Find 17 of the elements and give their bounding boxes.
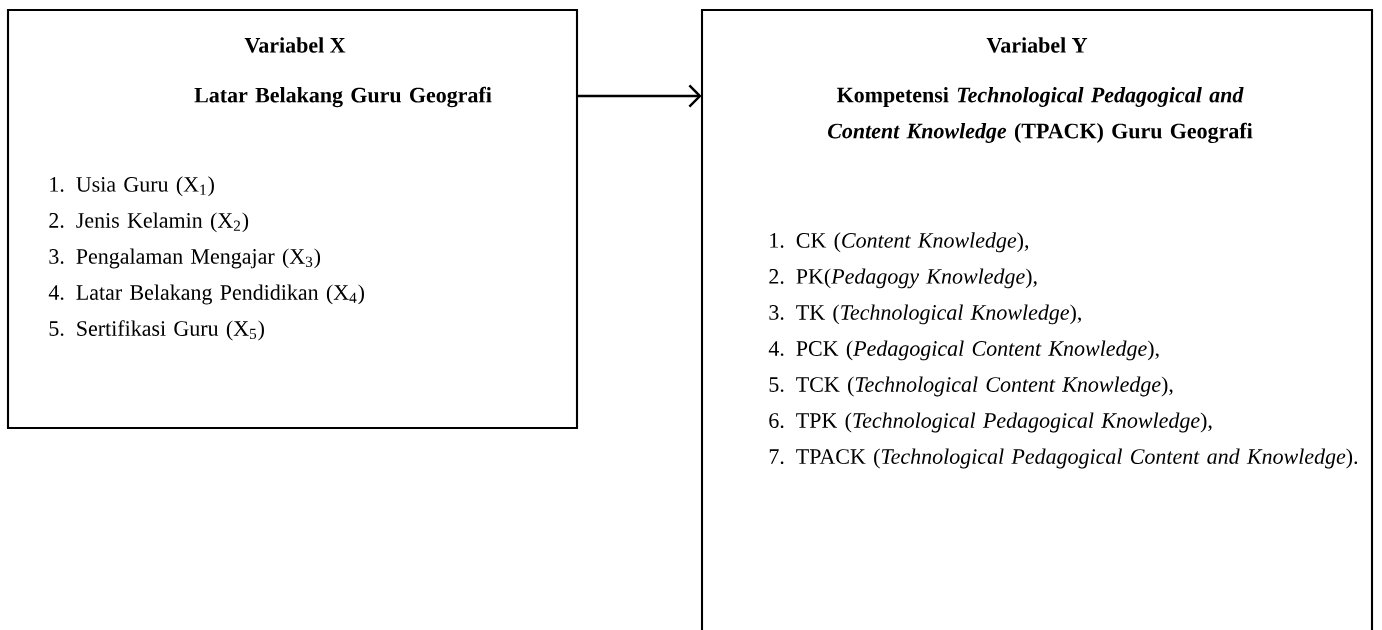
list-item: 7. TPACK (Technological Pedagogical Content and Knowledge). (769, 448, 1358, 469)
list-item: 5. TCK (Technological Content Knowledge), (769, 376, 1173, 397)
list-item: 2. Jenis Kelamin (X$_{2}$) (49, 212, 249, 233)
heading: Variabel Y (986, 37, 1088, 53)
subheading: Kompetensi Technological Pedagogical and Content Knowledge (TPACK) Guru Geografi (828, 86, 1253, 144)
subheading: Latar Belakang Guru Geografi (194, 86, 492, 108)
list-item: 5. Sertifikasi Guru (X$_{5}$) (49, 320, 264, 341)
heading: Variabel X (244, 37, 346, 53)
list-item: 3. Pengalaman Mengajar (X$_{3}$) (49, 248, 321, 269)
arrow (577, 84, 702, 108)
list-item: 4. Latar Belakang Pendidikan (X$_{4}$) (48, 284, 364, 305)
list-item: 1. Usia Guru (X$_{1}$) (50, 176, 214, 197)
list-item: 6. TPK (Technological Pedagogical Knowledge), (769, 412, 1212, 433)
list-item: 2. PK(Pedagogy Knowledge), (769, 268, 1037, 289)
list-item: 1. CK (Content Knowledge), (770, 232, 1029, 253)
list-item: 4. PCK (Pedagogical Content Knowledge), (768, 340, 1159, 361)
list-item: 3. TK (Technological Knowledge), (769, 304, 1081, 325)
